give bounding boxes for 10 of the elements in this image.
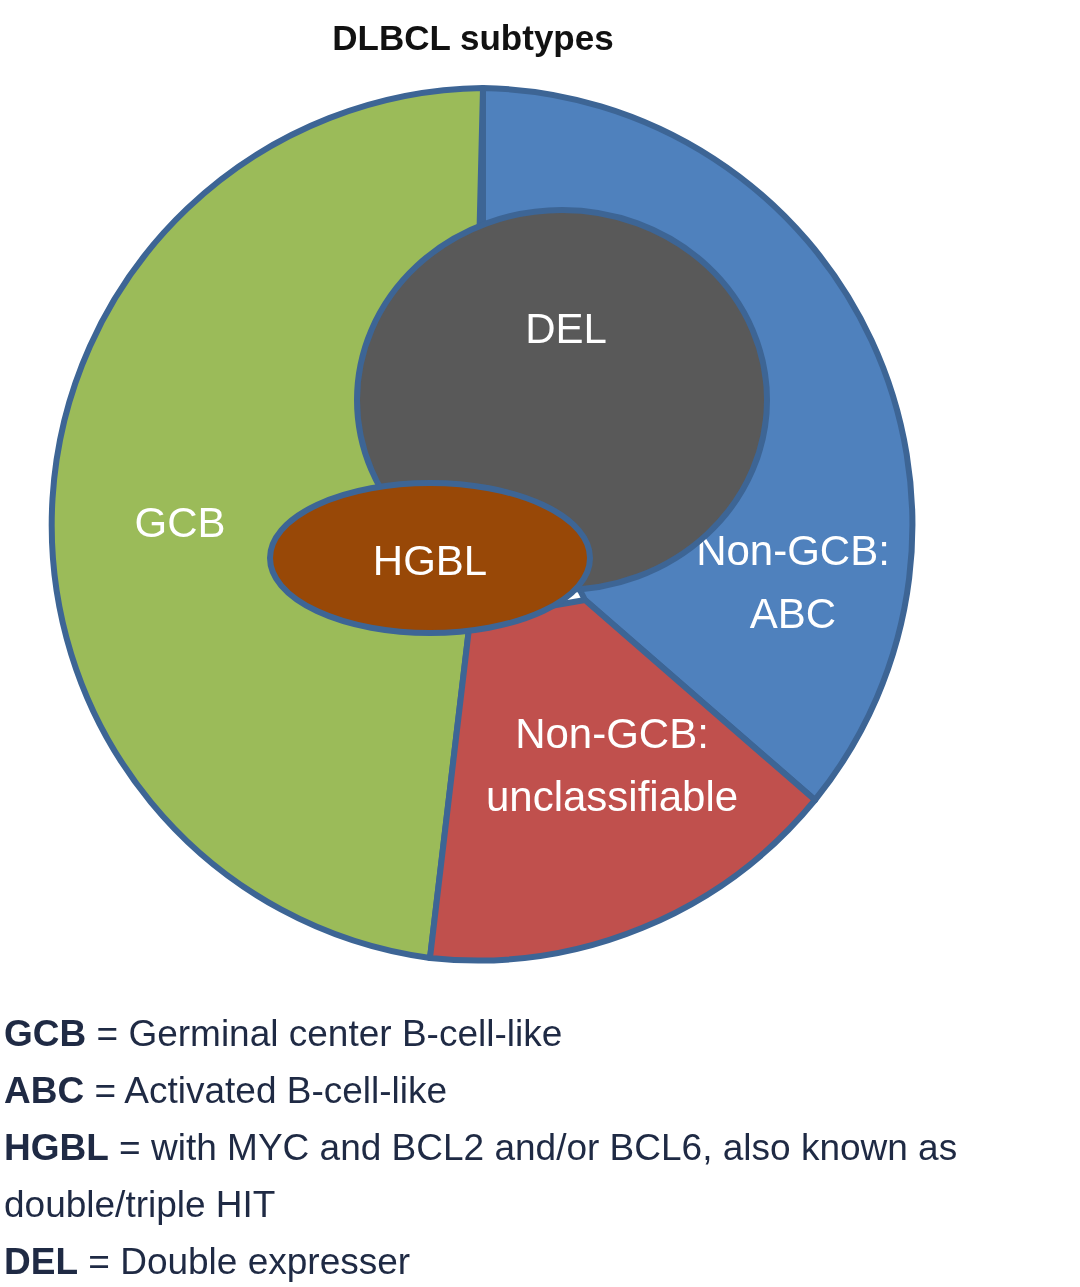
definition-text: HGBL = with MYC and BCL2 and/or BCL6, also known as double/triple HIT (4, 1126, 959, 1227)
definition-text: ABC = Activated B-cell-like (4, 1069, 448, 1113)
segment-label: DEL (524, 303, 608, 354)
segment-label: HGBL (371, 535, 489, 586)
definition-text: GCB = Germinal center B-cell-like (4, 1012, 563, 1056)
segment-label: GCB (133, 497, 227, 548)
definition-text: DEL = Double expresser (4, 1240, 411, 1284)
segment-label: Non-GCB: unclassifiable (484, 709, 740, 822)
segment-label: Non-GCB: ABC (695, 526, 891, 639)
diagram-title: DLBCL subtypes (331, 18, 615, 58)
